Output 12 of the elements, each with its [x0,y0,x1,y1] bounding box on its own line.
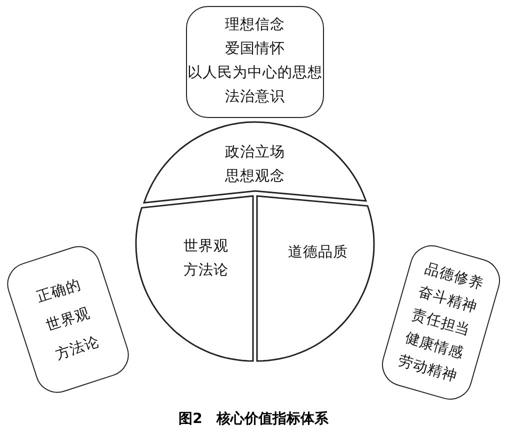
sector-text: 世界观 [183,237,228,256]
box-text: 正确的世界观方法论 [34,275,102,365]
box-text: 以人民为中心的思想 [188,64,322,83]
sector-text: 方法论 [183,261,228,280]
box-text: 法治意识 [225,88,285,107]
box-text: 爱国情怀 [225,40,285,59]
sector-text: 思想观念 [224,167,285,186]
rounded-text-box [186,6,324,118]
sector-text: 政治立场 [224,143,285,162]
box-text: 理想信念 [225,16,285,35]
figure-caption: 图2 核心价值指标体系 [178,410,330,428]
sector-text: 道德品质 [288,243,348,262]
